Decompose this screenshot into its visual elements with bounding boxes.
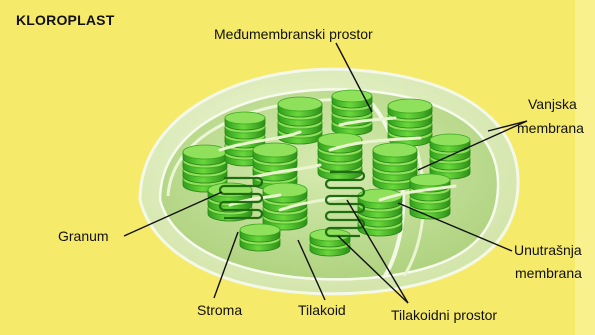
label-inner-membrane-line-1: Unutrašnja (514, 242, 582, 259)
label-intermembrane-space: Međumembranski prostor (214, 26, 373, 43)
thylakoid-disc-top (263, 183, 307, 197)
thylakoid-disc-top (430, 134, 470, 146)
label-inner-membrane-line-2: membrana (515, 265, 582, 282)
granum-stack (263, 183, 307, 230)
label-outer-membrane-line-2: membrana (517, 120, 584, 137)
thylakoid-disc-top (225, 112, 265, 124)
label-thylakoid: Tilakoid (298, 302, 346, 319)
thylakoid-disc-top (373, 143, 417, 157)
diagram-title: KLOROPLAST (16, 12, 114, 29)
thylakoid-disc-top (240, 224, 280, 236)
granum-stack (430, 134, 470, 179)
thylakoid-disc-top (388, 99, 432, 113)
granum-stack (410, 174, 450, 219)
granum-stack (240, 224, 280, 251)
thylakoid-disc-top (278, 97, 322, 111)
thylakoid-disc-top (253, 143, 297, 157)
label-stroma: Stroma (197, 302, 242, 319)
thylakoid-disc-top (410, 174, 450, 186)
label-granum: Granum (58, 228, 109, 245)
label-outer-membrane-line-1: Vanjska (528, 96, 577, 113)
page-edge (575, 0, 595, 335)
granum-stack (332, 90, 372, 135)
label-thylakoid-space: Tilakoidni prostor (391, 307, 497, 324)
thylakoid-disc-top (183, 145, 227, 159)
